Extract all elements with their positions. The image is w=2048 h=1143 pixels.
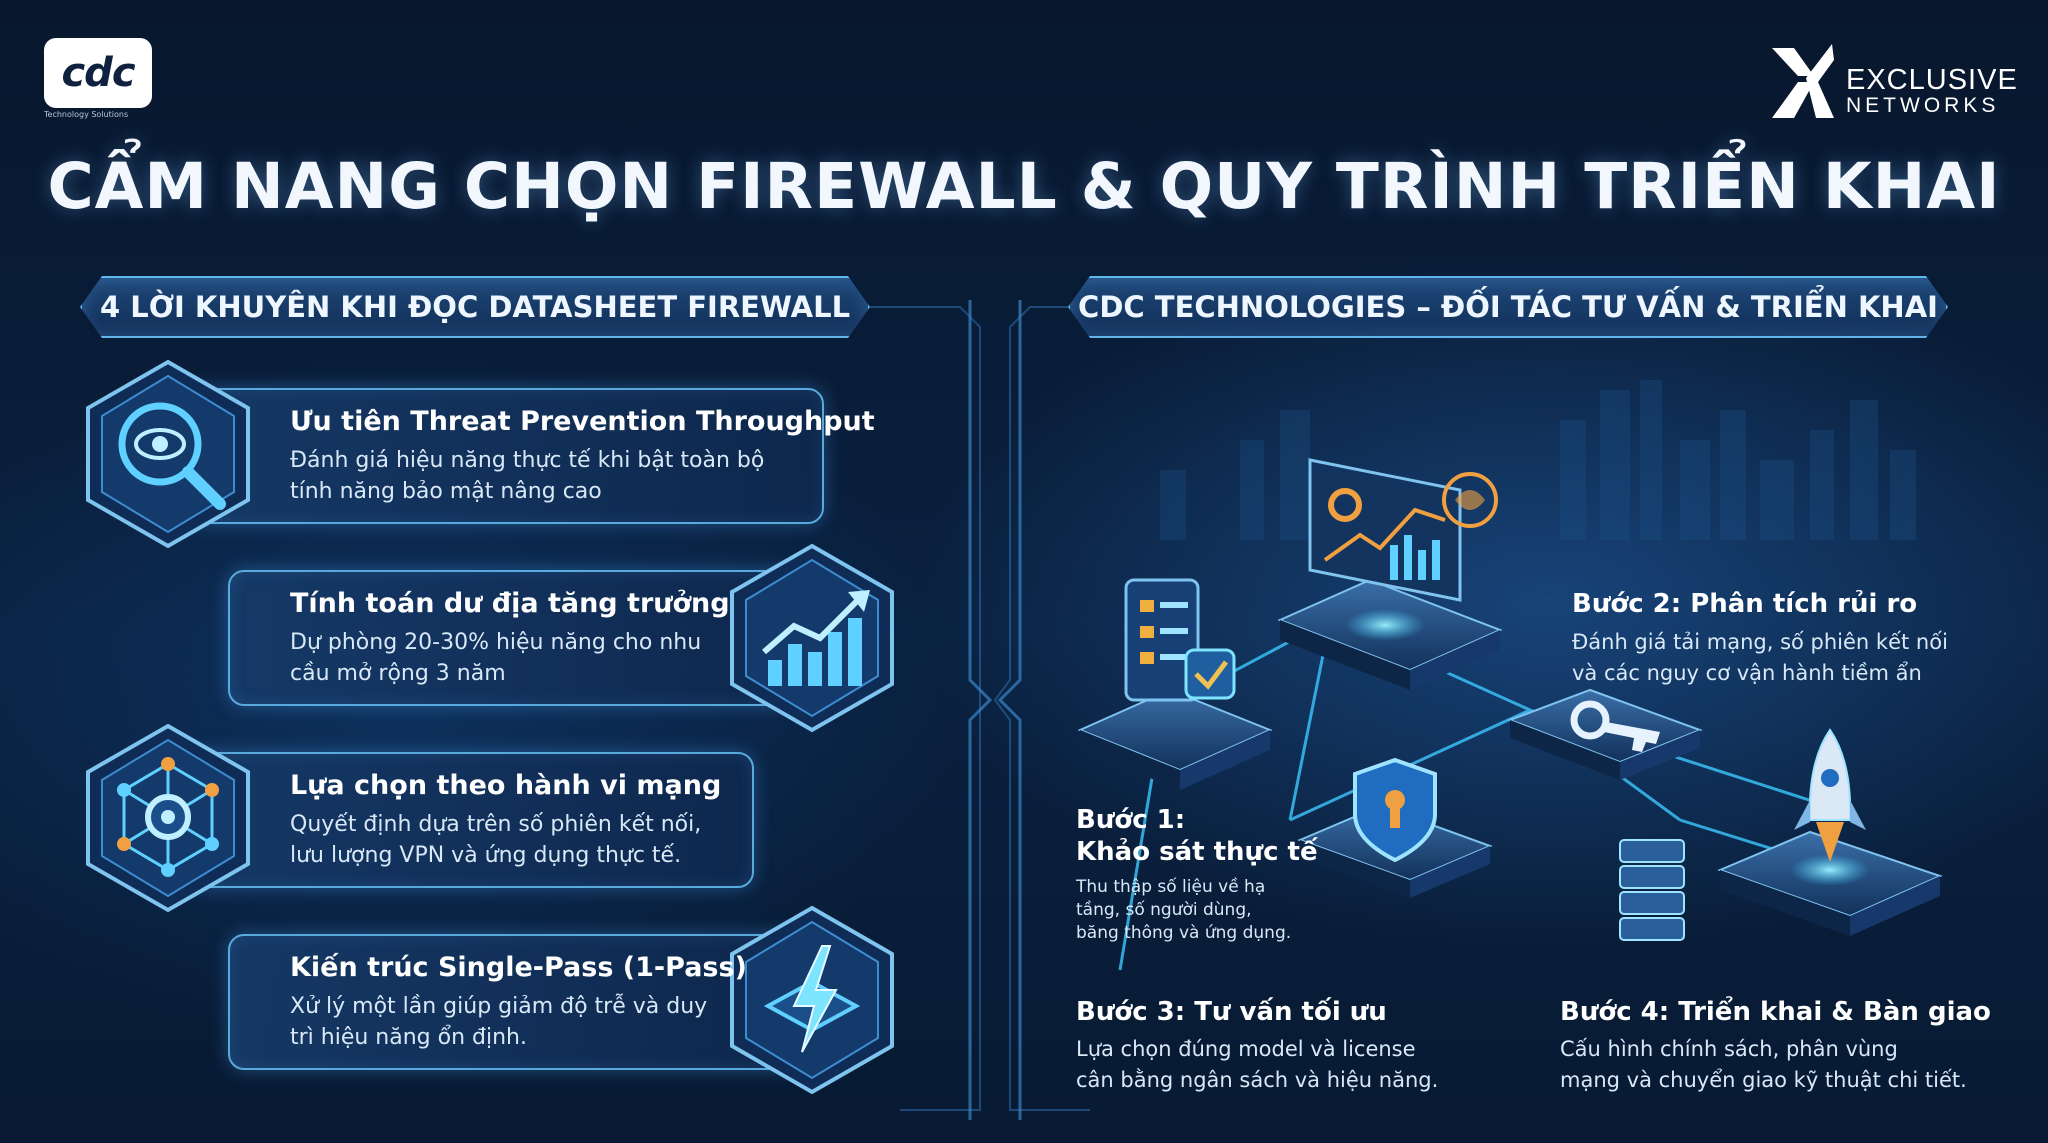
step-3-desc-line2: cân bằng ngân sách và hiệu năng. bbox=[1076, 1068, 1439, 1092]
lightning-chip-icon bbox=[730, 905, 894, 1095]
exclusive-networks-logo: EXCLUSIVE NETWORKS bbox=[1768, 42, 2017, 122]
tip-2-desc-line2: cầu mở rộng 3 năm bbox=[290, 661, 506, 686]
server-stack-icon bbox=[1619, 839, 1685, 941]
step-2-desc: Đánh giá tải mạng, số phiên kết nối và c… bbox=[1572, 627, 1948, 689]
step-2-desc-line1: Đánh giá tải mạng, số phiên kết nối bbox=[1572, 630, 1948, 654]
key-platform-icon bbox=[1507, 688, 1703, 780]
rocket-platform-icon bbox=[1717, 728, 1943, 936]
tip-2-title: Tính toán dư địa tăng trưởng bbox=[290, 588, 730, 619]
step-1-desc-line2: tầng, số người dùng, bbox=[1076, 900, 1252, 920]
tip-4-desc: Xử lý một lần giúp giảm độ trễ và duy tr… bbox=[290, 991, 730, 1053]
step-2-desc-line2: và các nguy cơ vận hành tiềm ẩn bbox=[1572, 661, 1922, 685]
tip-4-title: Kiến trúc Single-Pass (1-Pass) bbox=[290, 952, 747, 983]
cdc-logo-subtitle: Technology Solutions bbox=[44, 110, 129, 119]
network-gear-icon bbox=[86, 723, 250, 913]
tip-1-desc: Đánh giá hiệu năng thực tế khi bật toàn … bbox=[290, 445, 790, 507]
left-section-header-text: 4 LỜI KHUYÊN KHI ĐỌC DATASHEET FIREWALL bbox=[99, 290, 851, 324]
cdc-logo: cdc bbox=[44, 38, 152, 108]
left-section-header: 4 LỜI KHUYÊN KHI ĐỌC DATASHEET FIREWALL bbox=[80, 276, 870, 338]
tip-2-desc: Dự phòng 20-30% hiệu năng cho nhu cầu mở… bbox=[290, 627, 730, 689]
step-1-desc-line3: băng thông và ứng dụng. bbox=[1076, 923, 1292, 943]
right-section-header: CDC TECHNOLOGIES – ĐỐI TÁC TƯ VẤN & TRIỂ… bbox=[1068, 276, 1948, 338]
shield-platform-icon bbox=[1297, 757, 1493, 898]
tip-card-1 bbox=[180, 388, 824, 524]
tip-3-title: Lựa chọn theo hành vi mạng bbox=[290, 770, 722, 801]
step-1-title: Bước 1: Khảo sát thực tế bbox=[1076, 804, 1318, 868]
step-1-desc: Thu thập số liệu về hạ tầng, số người dù… bbox=[1076, 876, 1291, 945]
tip-1-title: Ưu tiên Threat Prevention Throughput bbox=[290, 406, 875, 437]
cdc-logo-text: cdc bbox=[61, 50, 135, 96]
tip-card-3 bbox=[180, 752, 754, 888]
tip-3-desc-line2: lưu lượng VPN và ứng dụng thực tế. bbox=[290, 843, 682, 868]
step-3-desc-line1: Lựa chọn đúng model và license bbox=[1076, 1037, 1416, 1061]
tip-4-desc-line1: Xử lý một lần giúp giảm độ trễ và duy bbox=[290, 994, 708, 1019]
step-1-title-line1: Bước 1: bbox=[1076, 805, 1186, 835]
tip-card-2 bbox=[228, 570, 798, 706]
step-4-title: Bước 4: Triển khai & Bàn giao bbox=[1560, 997, 1991, 1027]
isometric-process-illustration bbox=[1077, 458, 1943, 971]
tip-1-desc-line2: tính năng bảo mật nâng cao bbox=[290, 479, 602, 504]
step-4-desc-line1: Cấu hình chính sách, phân vùng bbox=[1560, 1037, 1898, 1061]
tip-2-desc-line1: Dự phòng 20-30% hiệu năng cho nhu bbox=[290, 630, 702, 655]
tip-3-desc: Quyết định dựa trên số phiên kết nối, lư… bbox=[290, 809, 730, 871]
right-section-header-text: CDC TECHNOLOGIES – ĐỐI TÁC TƯ VẤN & TRIỂ… bbox=[1078, 290, 1938, 324]
exclusive-logo-line2: NETWORKS bbox=[1846, 94, 2000, 117]
step-3-desc: Lựa chọn đúng model và license cân bằng … bbox=[1076, 1034, 1438, 1096]
section-divider bbox=[968, 300, 1022, 1120]
exclusive-logo-line1: EXCLUSIVE bbox=[1846, 64, 2018, 96]
exclusive-x-icon bbox=[1772, 44, 1834, 118]
step-1-title-line2: Khảo sát thực tế bbox=[1076, 837, 1318, 867]
step-4-desc-line2: mạng và chuyển giao kỹ thuật chi tiết. bbox=[1560, 1068, 1967, 1092]
tip-card-4 bbox=[228, 934, 798, 1070]
tip-3-desc-line1: Quyết định dựa trên số phiên kết nối, bbox=[290, 812, 702, 837]
step-1-desc-line1: Thu thập số liệu về hạ bbox=[1076, 877, 1266, 897]
page-title: CẨM NANG CHỌN FIREWALL & QUY TRÌNH TRIỂN… bbox=[47, 150, 2001, 223]
dashboard-platform-icon bbox=[1277, 458, 1503, 690]
step-4-desc: Cấu hình chính sách, phân vùng mạng và c… bbox=[1560, 1034, 1967, 1096]
magnifier-eye-icon bbox=[86, 359, 250, 549]
tip-4-desc-line2: trì hiệu năng ổn định. bbox=[290, 1025, 527, 1050]
growth-chart-icon bbox=[730, 543, 894, 733]
step-2-title: Bước 2: Phân tích rủi ro bbox=[1572, 589, 1918, 619]
tip-1-desc-line1: Đánh giá hiệu năng thực tế khi bật toàn … bbox=[290, 448, 765, 473]
step-3-title: Bước 3: Tư vấn tối ưu bbox=[1076, 997, 1387, 1027]
checklist-platform-icon bbox=[1077, 578, 1273, 790]
